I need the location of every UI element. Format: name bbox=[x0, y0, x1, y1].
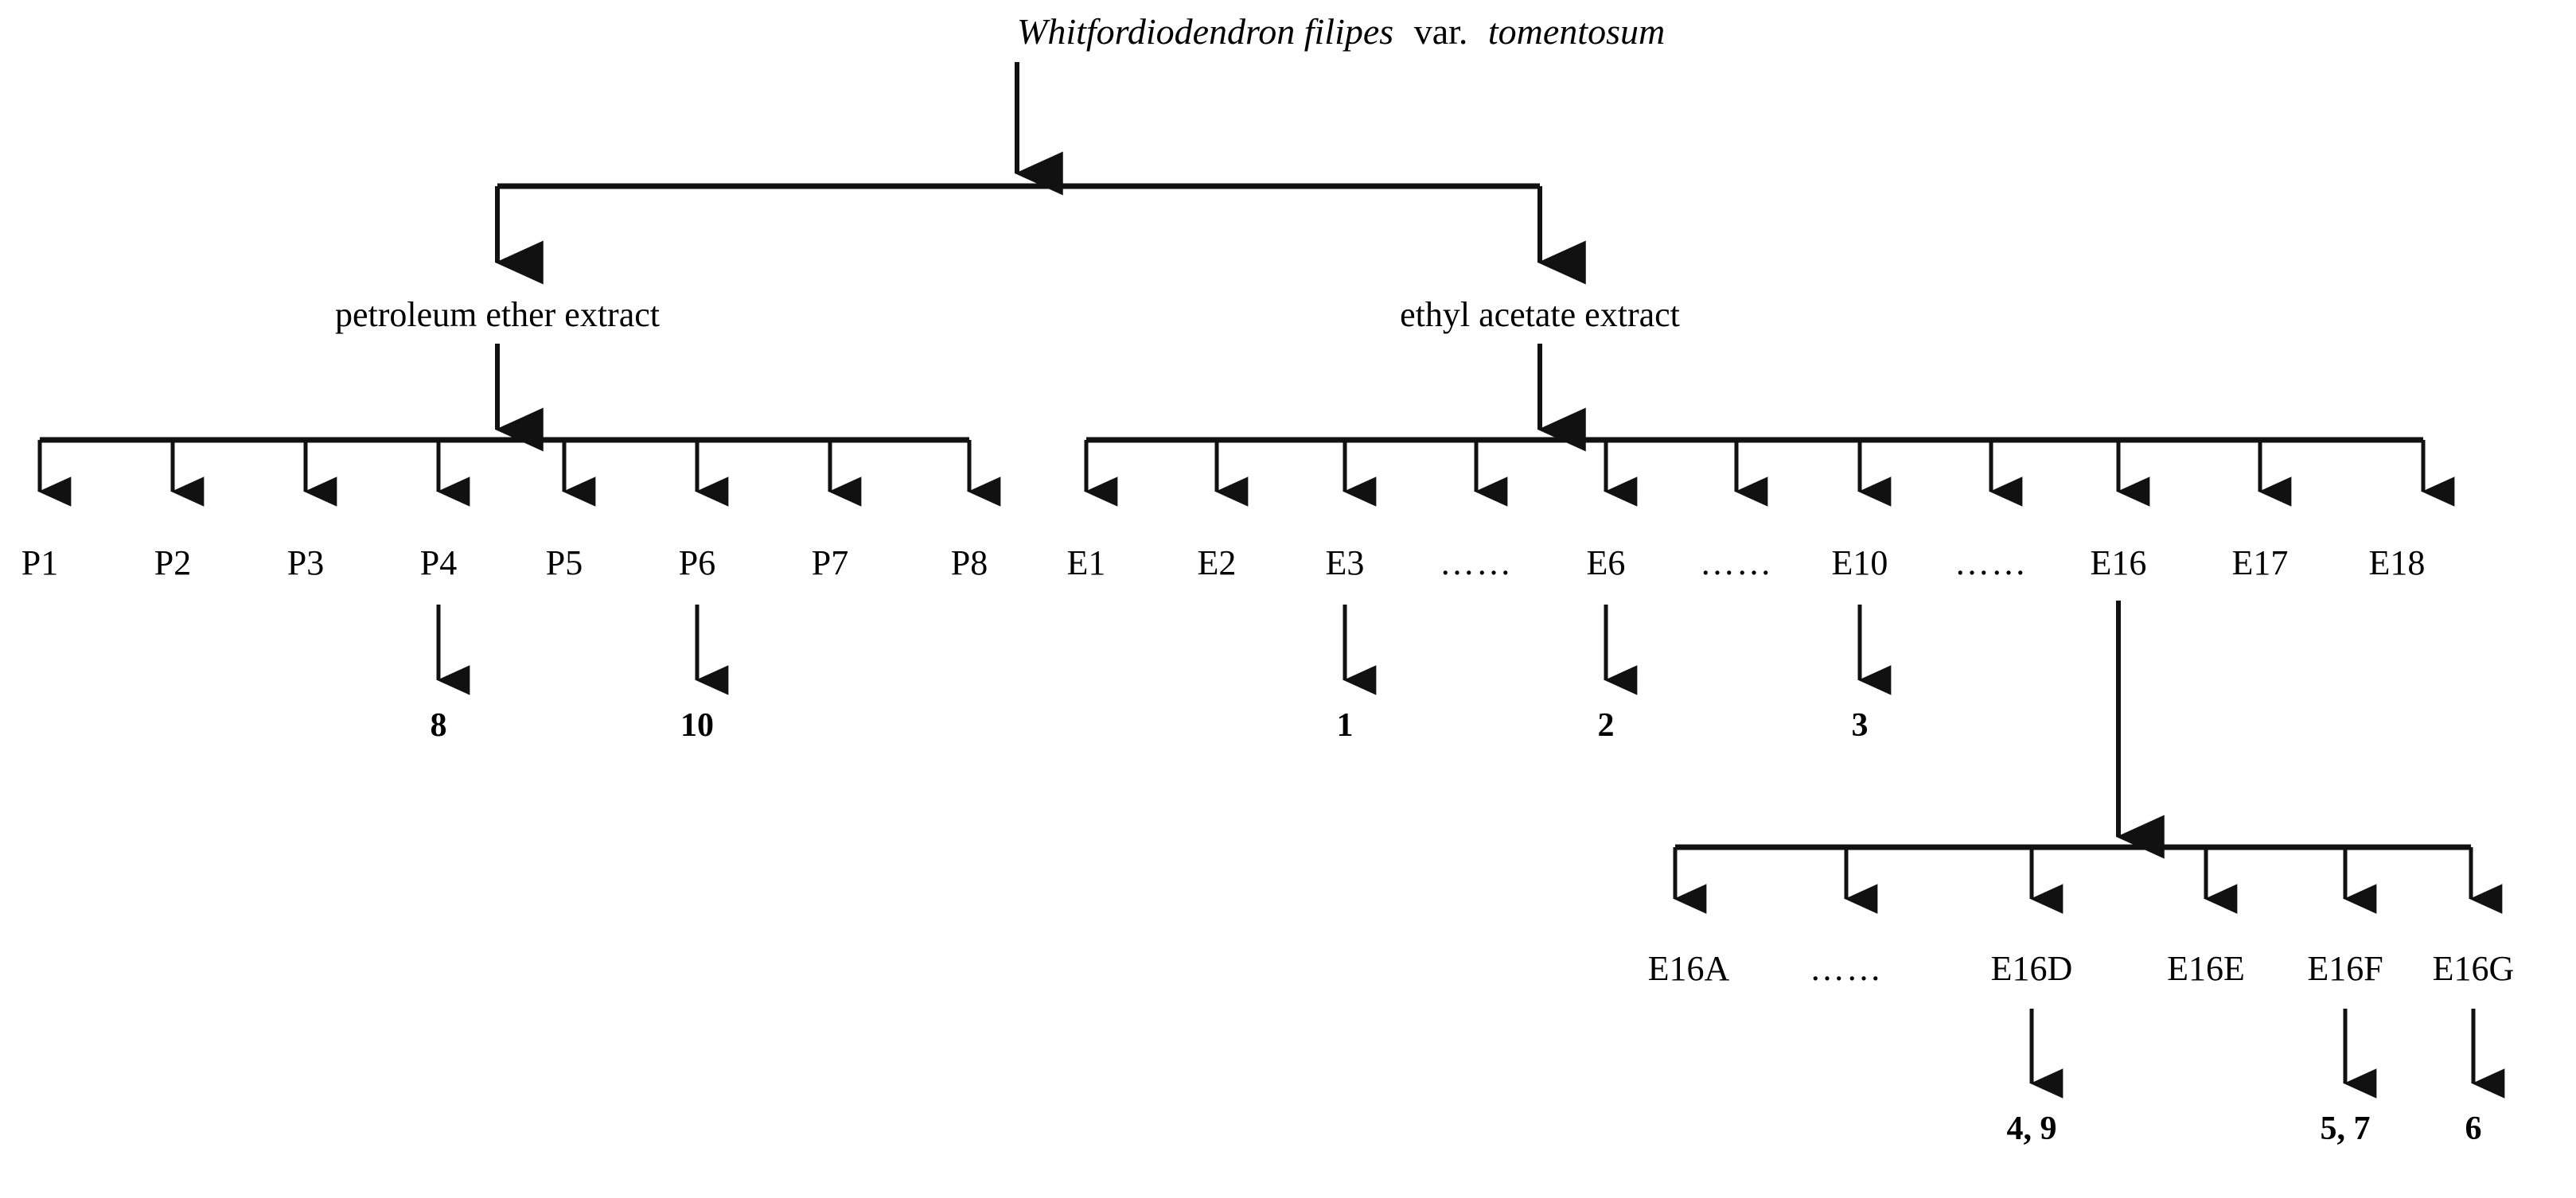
node-P1: P1 bbox=[21, 543, 58, 582]
node-P5: P5 bbox=[546, 543, 583, 582]
node-E16G: E16G bbox=[2433, 949, 2515, 988]
compound-from-E16G: 6 bbox=[2465, 1110, 2482, 1147]
node-P2: P2 bbox=[154, 543, 191, 582]
node-P3: P3 bbox=[287, 543, 324, 582]
node-P7: P7 bbox=[812, 543, 848, 582]
node-P8: P8 bbox=[951, 543, 988, 582]
ethyl-fraction-labels: E1 E2 E3 …… E6 …… E10 …… E16 E17 E18 bbox=[1067, 543, 2426, 582]
node-E6: E6 bbox=[1587, 543, 1626, 582]
svg-text:Whitfordiodendron filipes: Whitfordiodendron filipes var. tomentosu… bbox=[1017, 11, 1665, 52]
node-P4: P4 bbox=[420, 543, 457, 582]
node-E1: E1 bbox=[1067, 543, 1106, 582]
title-genus-species: Whitfordiodendron filipes bbox=[1017, 11, 1393, 52]
e16-subfraction-drops bbox=[1673, 847, 2503, 914]
node-E16A: E16A bbox=[1648, 949, 1730, 988]
compound-from-P6: 10 bbox=[680, 707, 714, 744]
node-E16: E16 bbox=[2091, 543, 2147, 582]
node-ellipsis-1: …… bbox=[1440, 543, 1513, 582]
compound-from-E6: 2 bbox=[1598, 707, 1615, 744]
compound-from-E3: 1 bbox=[1337, 707, 1354, 744]
ethyl-fraction-drops bbox=[1084, 440, 2455, 507]
title-rank-abbrev: var. bbox=[1414, 11, 1468, 52]
title-variety: tomentosum bbox=[1488, 11, 1665, 52]
node-P6: P6 bbox=[679, 543, 715, 582]
node-ellipsis-2: …… bbox=[1700, 543, 1773, 582]
petroleum-fraction-drops bbox=[37, 440, 1001, 507]
species-title: Whitfordiodendron filipes var. tomentosu… bbox=[1017, 11, 1665, 52]
compound-from-E10: 3 bbox=[1852, 707, 1869, 744]
compound-from-P4: 8 bbox=[431, 707, 447, 744]
node-ethyl-acetate-extract: ethyl acetate extract bbox=[1400, 295, 1680, 334]
petroleum-fraction-labels: P1 P2 P3 P4 P5 P6 P7 P8 bbox=[21, 543, 988, 582]
node-petroleum-ether-extract: petroleum ether extract bbox=[335, 295, 660, 334]
node-E18: E18 bbox=[2369, 543, 2426, 582]
node-ellipsis-3: …… bbox=[1954, 543, 2028, 582]
compound-from-E16D: 4, 9 bbox=[2007, 1110, 2057, 1147]
node-E16E: E16E bbox=[2167, 949, 2245, 988]
e16-subfraction-labels: E16A …… E16D E16E E16F E16G bbox=[1648, 949, 2515, 988]
node-E16D: E16D bbox=[1991, 949, 2073, 988]
node-E16-ellipsis: …… bbox=[1810, 949, 1883, 988]
node-E3: E3 bbox=[1326, 543, 1365, 582]
node-E2: E2 bbox=[1198, 543, 1237, 582]
node-E17: E17 bbox=[2232, 543, 2289, 582]
node-E10: E10 bbox=[1832, 543, 1888, 582]
node-E16F: E16F bbox=[2307, 949, 2383, 988]
compound-from-E16F: 5, 7 bbox=[2321, 1110, 2371, 1147]
